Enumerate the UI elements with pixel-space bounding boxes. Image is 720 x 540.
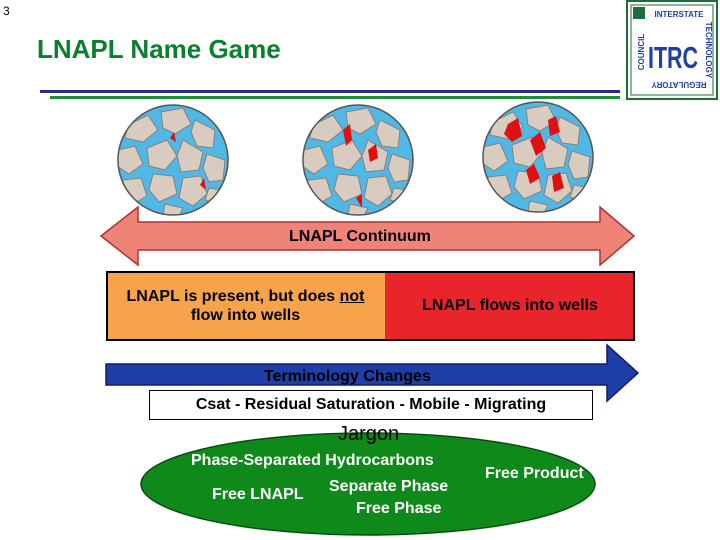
pore-diagram-low bbox=[118, 105, 228, 215]
term-free-phase: Free Phase bbox=[356, 500, 442, 517]
terminology-arrow bbox=[105, 343, 640, 403]
box-not-flowing: LNAPL is present, but does not flow into… bbox=[106, 271, 385, 341]
itrc-logo: INTERSTATE REGULATORY COUNCIL TECHNOLOGY… bbox=[626, 0, 718, 100]
box-flowing-text: LNAPL flows into wells bbox=[422, 297, 598, 315]
box-not-flowing-line1: LNAPL is present, but does bbox=[126, 287, 340, 305]
term-separate-phase: Separate Phase bbox=[329, 478, 449, 495]
continuum-label: LNAPL Continuum bbox=[289, 228, 431, 245]
box-flowing: LNAPL flows into wells bbox=[385, 271, 635, 341]
terminology-sequence: Csat - Residual Saturation - Mobile - Mi… bbox=[195, 396, 547, 413]
logo-mark-text: ITRC bbox=[648, 40, 698, 75]
slide-title: LNAPL Name Game bbox=[37, 34, 281, 64]
terminology-sequence-box: Csat - Residual Saturation - Mobile - Mi… bbox=[149, 390, 593, 420]
logo-bottom-text: REGULATORY bbox=[651, 80, 707, 89]
title-rule-blue bbox=[40, 90, 620, 93]
pore-diagram-high bbox=[483, 102, 593, 212]
box-outline bbox=[106, 271, 635, 341]
slide-number: 3 bbox=[3, 4, 10, 18]
jargon-label: Jargon bbox=[338, 423, 400, 445]
jargon-ellipse bbox=[140, 432, 596, 536]
box-not-flowing-line2: flow into wells bbox=[190, 307, 301, 324]
continuum-arrow bbox=[99, 205, 636, 267]
title-rule-green bbox=[50, 96, 620, 99]
logo-left-text: COUNCIL bbox=[637, 34, 646, 71]
term-free-product: Free Product bbox=[485, 465, 584, 482]
term-phase-separated: Phase-Separated Hydrocarbons bbox=[191, 452, 434, 469]
box-not-flowing-emphasis: not bbox=[339, 287, 365, 305]
terminology-label: Terminology Changes bbox=[264, 368, 431, 385]
logo-top-text: INTERSTATE bbox=[654, 10, 704, 19]
logo-right-text: TECHNOLOGY bbox=[704, 22, 713, 79]
term-free-lnapl: Free LNAPL bbox=[212, 486, 304, 503]
pore-diagram-medium bbox=[303, 105, 413, 215]
